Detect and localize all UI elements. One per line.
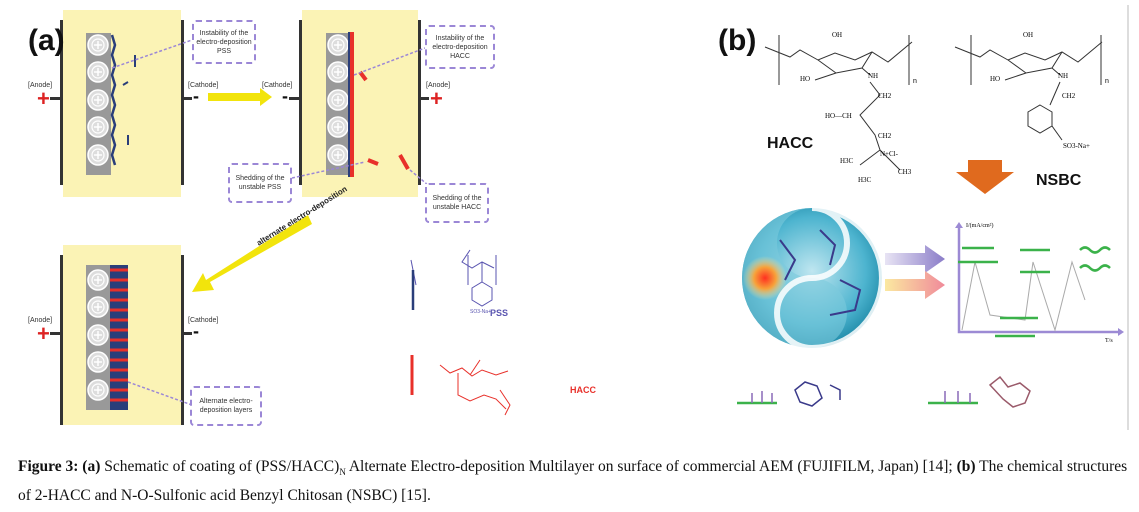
anode-label-2: [Anode] xyxy=(426,82,451,89)
cell-2 xyxy=(289,10,429,197)
chem-ch2-2: CH2 xyxy=(1062,92,1076,100)
chem-ncl: N+Cl- xyxy=(880,150,898,158)
callout-alternate-layers: Alternate electro-deposition layers xyxy=(190,386,262,426)
hacc-chem-structure xyxy=(764,35,913,171)
plus-sign-3: + xyxy=(37,321,50,346)
figure-graphics xyxy=(50,5,1129,430)
anode-label-1: [Anode] xyxy=(28,82,53,89)
caption-subscript: N xyxy=(339,467,346,478)
nsbc-chem-structure xyxy=(954,35,1103,141)
arrow-right xyxy=(208,88,272,106)
chem-oh-2: OH xyxy=(1023,31,1034,39)
chem-n-1: n xyxy=(913,78,917,85)
caption-text-2: Alternate Electro-deposition Multilayer … xyxy=(345,458,957,475)
hacc-label-a: HACC xyxy=(570,385,596,395)
cathode-label-2: [Cathode] xyxy=(262,82,293,89)
pss-label: PSS xyxy=(490,308,509,318)
anode-label-3: [Anode] xyxy=(28,317,53,324)
chem-nh-1: NH xyxy=(868,72,879,80)
caption-text-1: Schematic of coating of (PSS/HACC) xyxy=(100,458,340,475)
cell-3 xyxy=(50,245,193,425)
plus-sign-1: + xyxy=(37,86,50,111)
minus-sign-2: - xyxy=(282,86,288,106)
callout-shedding-hacc: Shedding of the unstable HACC xyxy=(425,183,489,223)
chem-ho-1: HO xyxy=(800,75,811,83)
callout-instability-hacc: Instability of the electro-deposition HA… xyxy=(425,25,495,69)
down-arrow xyxy=(956,160,1014,194)
panel-b-label: (b) xyxy=(718,24,757,57)
plus-sign-2: + xyxy=(430,86,443,111)
chem-h3c-2: H3C xyxy=(858,176,872,184)
chem-ho-2: HO xyxy=(990,75,1001,83)
callout-shedding-pss: Shedding of the unstable PSS xyxy=(228,163,292,203)
pink-arrow xyxy=(885,271,945,299)
bottom-molecules xyxy=(737,375,1031,408)
hacc-structure xyxy=(410,355,511,416)
cell-1 xyxy=(50,10,193,197)
caption-text-3: The chemical structures of 2-HACC and N-… xyxy=(18,458,1128,505)
caption-b-tag: (b) xyxy=(956,458,976,475)
nsbc-label: NSBC xyxy=(1036,172,1082,189)
minus-sign-3: - xyxy=(193,321,199,341)
figure-caption: Figure 3: (a) Schematic of coating of (P… xyxy=(18,455,1128,508)
chem-so3na: SO3-Na+ xyxy=(1063,142,1090,150)
pss-substituent: SO3-Na+ xyxy=(470,309,491,315)
right-border xyxy=(1127,5,1129,430)
chem-ch2-1: CH2 xyxy=(878,92,892,100)
pss-structure xyxy=(410,249,497,310)
caption-figure-number: Figure 3: xyxy=(18,458,79,475)
minus-sign-1: - xyxy=(193,86,199,106)
plot-y-label: I/(mA/cm²) xyxy=(966,223,994,229)
caption-a-tag: (a) xyxy=(82,458,101,475)
chem-oh-1: OH xyxy=(832,31,843,39)
hacc-label-b: HACC xyxy=(767,135,814,152)
callout-instability-pss: Instability of the electro-deposition PS… xyxy=(192,20,256,64)
cathode-label-3: [Cathode] xyxy=(188,317,219,324)
cathode-label-1: [Cathode] xyxy=(188,82,219,89)
arrow-diagonal xyxy=(192,215,312,292)
plot-x-label: T/s xyxy=(1105,338,1113,344)
chem-nh-2: NH xyxy=(1058,72,1069,80)
chem-n-2: n xyxy=(1105,78,1109,85)
chem-ch3: CH3 xyxy=(898,168,912,176)
panel-a-label: (a) xyxy=(28,24,65,57)
purple-arrow xyxy=(885,245,945,273)
chem-ch2-3: CH2 xyxy=(878,132,892,140)
chem-hoch: HO—CH xyxy=(825,112,852,120)
yin-yang-globe xyxy=(742,205,885,352)
current-time-plot xyxy=(955,222,1124,338)
chem-h3c-1: H3C xyxy=(840,157,854,165)
